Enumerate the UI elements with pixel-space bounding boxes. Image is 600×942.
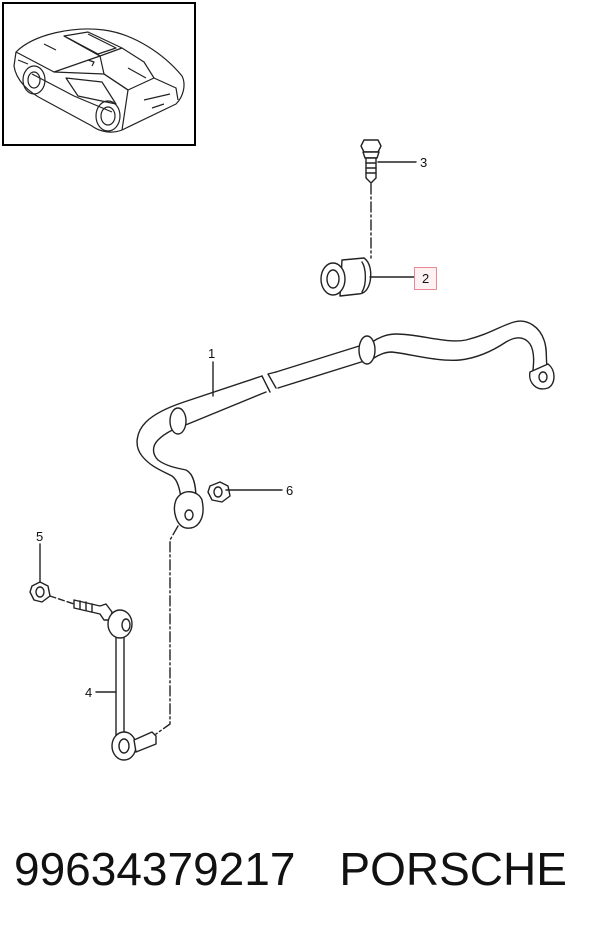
part-number: 99634379217 — [14, 843, 296, 895]
callout-2-highlighted[interactable]: 2 — [414, 267, 438, 290]
bushing-part — [320, 257, 372, 297]
drop-link-part — [73, 599, 157, 761]
bolt-part — [360, 139, 382, 184]
nut-part-5 — [29, 581, 51, 603]
callout-5: 5 — [36, 529, 44, 544]
brand-name: PORSCHE — [339, 843, 567, 895]
caption: 99634379217 PORSCHE — [14, 842, 594, 902]
car-thumbnail-frame — [2, 2, 196, 146]
car-thumbnail-icon — [13, 28, 185, 133]
nut-part-6 — [207, 481, 231, 503]
stabilizer-bar-part — [136, 320, 555, 529]
callout-4: 4 — [85, 685, 93, 700]
callout-3: 3 — [420, 155, 428, 170]
callout-1: 1 — [208, 346, 216, 361]
callout-6: 6 — [286, 483, 294, 498]
